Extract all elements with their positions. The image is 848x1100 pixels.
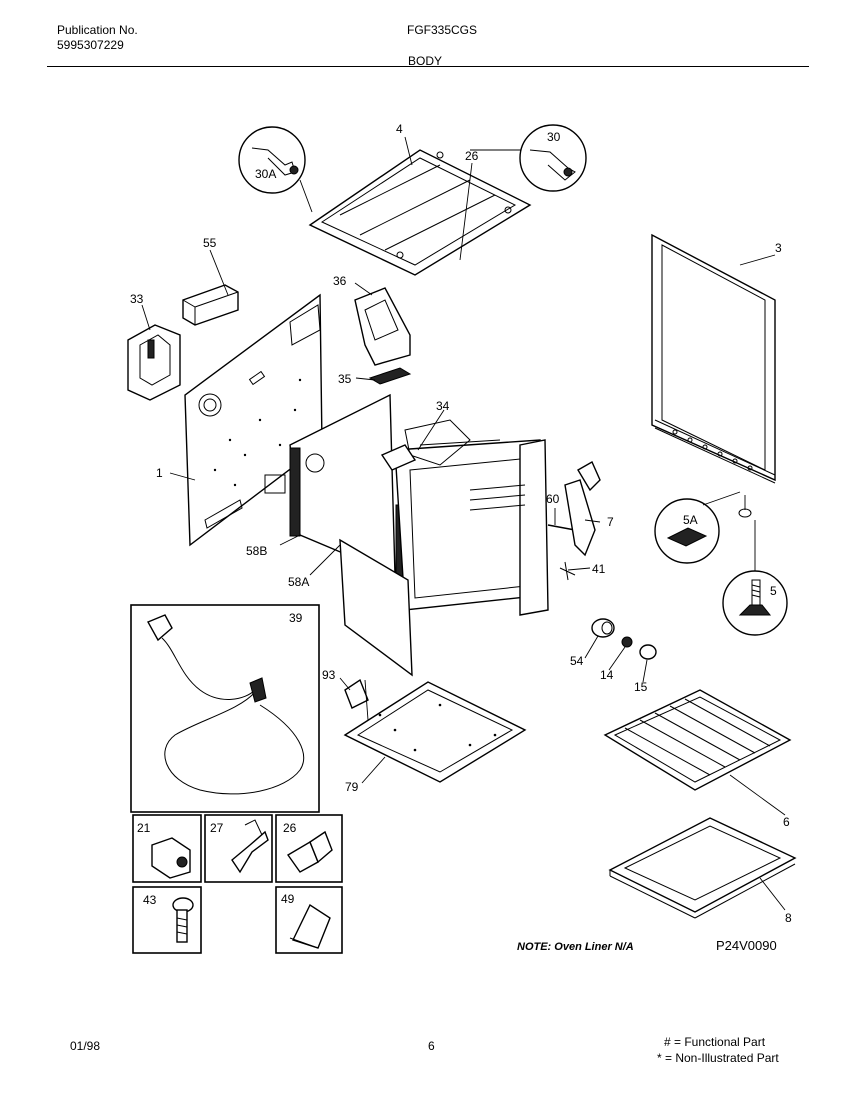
part-60-and-7: [547, 461, 601, 581]
label-58a: 58A: [288, 575, 309, 589]
label-79: 79: [345, 780, 359, 794]
leader-lines: [141, 136, 648, 784]
label-30a: 30A: [255, 167, 276, 181]
detail-30-callout: [470, 124, 587, 192]
part-34-bracket: [380, 444, 417, 471]
detail-5-callout: [722, 520, 788, 636]
label-5: 5: [770, 584, 777, 598]
oven-liner-note: NOTE: Oven Liner N/A: [517, 941, 634, 953]
part-labels: 4 26 30 30A 55 33 36 35 34 1 3 58B 58A 6…: [130, 122, 792, 925]
model-number: FGF335CGS: [407, 23, 478, 37]
footer-date: 01/98: [70, 1039, 101, 1053]
part-36-duct: [354, 287, 411, 366]
label-5a: 5A: [683, 513, 698, 527]
label-7: 7: [607, 515, 614, 529]
page-number: 6: [428, 1039, 435, 1053]
label-60: 60: [546, 492, 560, 506]
label-34: 34: [436, 399, 450, 413]
oven-rack-part: [603, 689, 792, 816]
label-21: 21: [137, 821, 151, 835]
label-35: 35: [338, 372, 352, 386]
section-title: BODY: [408, 54, 443, 68]
label-54: 54: [570, 654, 584, 668]
label-6: 6: [783, 815, 790, 829]
small-parts-boxes: [132, 814, 343, 954]
label-41: 41: [592, 562, 606, 576]
side-panel-3-part: [651, 233, 776, 484]
label-26-box: 26: [283, 821, 297, 835]
knob-assembly: [591, 618, 657, 660]
label-43: 43: [143, 893, 157, 907]
detail-5a-callout: [654, 491, 752, 564]
broiler-pan-part: [608, 817, 797, 919]
label-49: 49: [281, 892, 295, 906]
label-15: 15: [634, 680, 648, 694]
non-illustrated-legend: * = Non-Illustrated Part: [657, 1051, 779, 1065]
publication-label: Publication No.: [57, 23, 138, 37]
label-58b: 58B: [246, 544, 267, 558]
label-8: 8: [785, 911, 792, 925]
part-55-bracket: [182, 284, 239, 326]
label-93: 93: [322, 668, 336, 682]
part-33-duct: [127, 324, 181, 401]
top-panel-part: [308, 149, 532, 276]
label-26-top: 26: [465, 149, 479, 163]
oven-frame-part: [339, 419, 549, 677]
label-30: 30: [547, 130, 561, 144]
label-36: 36: [333, 274, 347, 288]
label-14: 14: [600, 668, 614, 682]
label-39: 39: [289, 611, 303, 625]
label-3: 3: [775, 241, 782, 255]
diagram-code: P24V0090: [716, 938, 777, 953]
label-33: 33: [130, 292, 144, 306]
part-93-clip: [344, 678, 369, 721]
publication-number: 5995307229: [57, 38, 124, 52]
power-cord-detail-box: [130, 604, 320, 813]
functional-part-legend: # = Functional Part: [664, 1035, 766, 1049]
header-rule: [47, 66, 809, 67]
label-55: 55: [203, 236, 217, 250]
part-35-strip: [368, 367, 412, 385]
label-4: 4: [396, 122, 403, 136]
bottom-panel-part: [343, 681, 527, 783]
label-27: 27: [210, 821, 224, 835]
label-1: 1: [156, 466, 163, 480]
detail-30a-callout: [238, 126, 313, 213]
